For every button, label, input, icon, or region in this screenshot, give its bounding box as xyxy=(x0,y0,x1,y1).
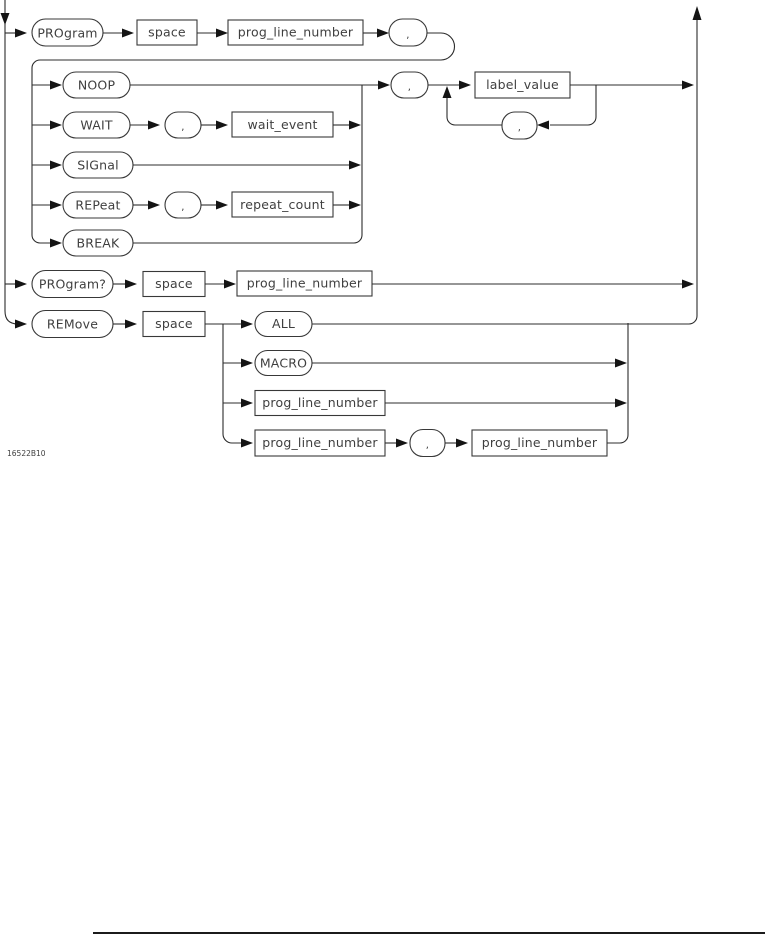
label-value-label: label_value xyxy=(486,77,559,92)
row-single-line: prog_line_number xyxy=(223,389,627,417)
space-label: space xyxy=(155,276,193,291)
macro-label: MACRO xyxy=(260,356,307,371)
prog-line-number-label: prog_line_number xyxy=(247,276,363,291)
row-remove: REMove space ALL xyxy=(15,309,313,444)
entry-rail xyxy=(0,0,19,325)
right-arrow-icon xyxy=(125,319,137,329)
right-arrow-icon xyxy=(15,28,27,38)
right-arrow-icon xyxy=(456,438,468,448)
right-arrow-icon xyxy=(50,120,62,130)
right-arrow-icon xyxy=(50,160,62,170)
right-arrow-icon xyxy=(15,319,27,329)
prog-line-number-box xyxy=(236,270,373,297)
right-arrow-icon xyxy=(378,80,390,90)
right-arrow-icon xyxy=(349,160,361,170)
right-arrow-icon xyxy=(148,200,160,210)
program-label: PROgram xyxy=(37,26,97,41)
right-arrow-icon xyxy=(682,80,694,90)
all-label: ALL xyxy=(272,316,295,331)
right-arrow-icon xyxy=(615,398,627,408)
comma-label: , xyxy=(426,440,429,451)
left-arrow-icon xyxy=(537,120,549,130)
all-terminal xyxy=(254,310,313,338)
row-program-query: PROgram? space prog_line_number xyxy=(5,269,694,299)
footer-rule xyxy=(93,932,765,934)
label-value-box xyxy=(474,71,571,99)
comma-label: , xyxy=(406,30,409,41)
remove-label: REMove xyxy=(47,317,98,332)
branch-stem xyxy=(222,324,241,444)
group-merge-rail xyxy=(133,85,363,244)
right-arrow-icon xyxy=(50,238,62,248)
space-box xyxy=(136,19,198,46)
signal-label: SIGnal xyxy=(77,158,119,173)
right-arrow-icon xyxy=(15,279,27,289)
right-arrow-icon xyxy=(241,319,253,329)
row-repeat: REPeat , repeat_count xyxy=(32,191,361,219)
comma-label: , xyxy=(181,122,184,133)
noop-label: NOOP xyxy=(78,78,116,93)
up-arrow-icon xyxy=(692,6,702,20)
program-query-label: PROgram? xyxy=(39,277,106,292)
row-macro: MACRO xyxy=(223,349,627,377)
right-arrow-icon xyxy=(682,279,694,289)
prog-line-number-box xyxy=(254,389,386,417)
comma-label: , xyxy=(518,123,521,134)
break-label: BREAK xyxy=(77,236,121,251)
row-line-range: prog_line_number , prog_line_number xyxy=(241,323,629,458)
options-merge-rail xyxy=(607,323,629,444)
label-value-section: , label_value , xyxy=(378,71,694,140)
comma-label: , xyxy=(181,202,184,213)
loop-connector xyxy=(446,98,502,126)
entry-rail-line xyxy=(4,0,19,325)
row-program: PROgram space prog_line_number , xyxy=(5,18,456,244)
wrap-connector xyxy=(31,32,456,244)
loop-connector xyxy=(550,85,597,126)
right-arrow-icon xyxy=(50,200,62,210)
wait-label: WAIT xyxy=(80,118,113,133)
repeat-label: REPeat xyxy=(75,198,120,213)
row-noop: NOOP xyxy=(32,71,378,99)
repeat-count-box xyxy=(231,191,334,218)
row-wait: WAIT , wait_event xyxy=(32,111,361,139)
row-signal: SIGnal xyxy=(32,151,361,179)
right-arrow-icon xyxy=(125,279,137,289)
prog-line-number-label: prog_line_number xyxy=(238,25,354,40)
right-arrow-icon xyxy=(122,28,134,38)
right-arrow-icon xyxy=(349,200,361,210)
exit-rail xyxy=(312,6,702,325)
up-arrow-icon xyxy=(442,86,452,98)
down-arrow-icon xyxy=(0,13,10,25)
right-arrow-icon xyxy=(224,279,236,289)
right-arrow-icon xyxy=(396,438,408,448)
right-arrow-icon xyxy=(241,358,253,368)
space-label: space xyxy=(155,316,193,331)
prog-line-number-label: prog_line_number xyxy=(262,435,378,450)
figure-label: 16522B10 xyxy=(7,449,46,458)
row-break: BREAK xyxy=(50,85,363,257)
repeat-count-label: repeat_count xyxy=(240,197,325,212)
wait-event-box xyxy=(231,111,334,138)
right-arrow-icon xyxy=(148,120,160,130)
space-label: space xyxy=(148,25,186,40)
right-arrow-icon xyxy=(349,120,361,130)
right-arrow-icon xyxy=(241,398,253,408)
right-arrow-icon xyxy=(241,438,253,448)
prog-line-number-label: prog_line_number xyxy=(482,435,598,450)
right-arrow-icon xyxy=(216,200,228,210)
space-box xyxy=(142,310,206,338)
right-arrow-icon xyxy=(459,80,471,90)
right-arrow-icon xyxy=(216,120,228,130)
prog-line-number-box xyxy=(227,19,364,46)
right-arrow-icon xyxy=(216,28,228,38)
comma-label: , xyxy=(408,82,411,93)
right-arrow-icon xyxy=(50,80,62,90)
prog-line-number-label: prog_line_number xyxy=(262,395,378,410)
right-arrow-icon xyxy=(377,28,389,38)
exit-rail-line xyxy=(312,20,698,325)
wait-event-label: wait_event xyxy=(247,117,317,132)
right-arrow-icon xyxy=(615,358,627,368)
